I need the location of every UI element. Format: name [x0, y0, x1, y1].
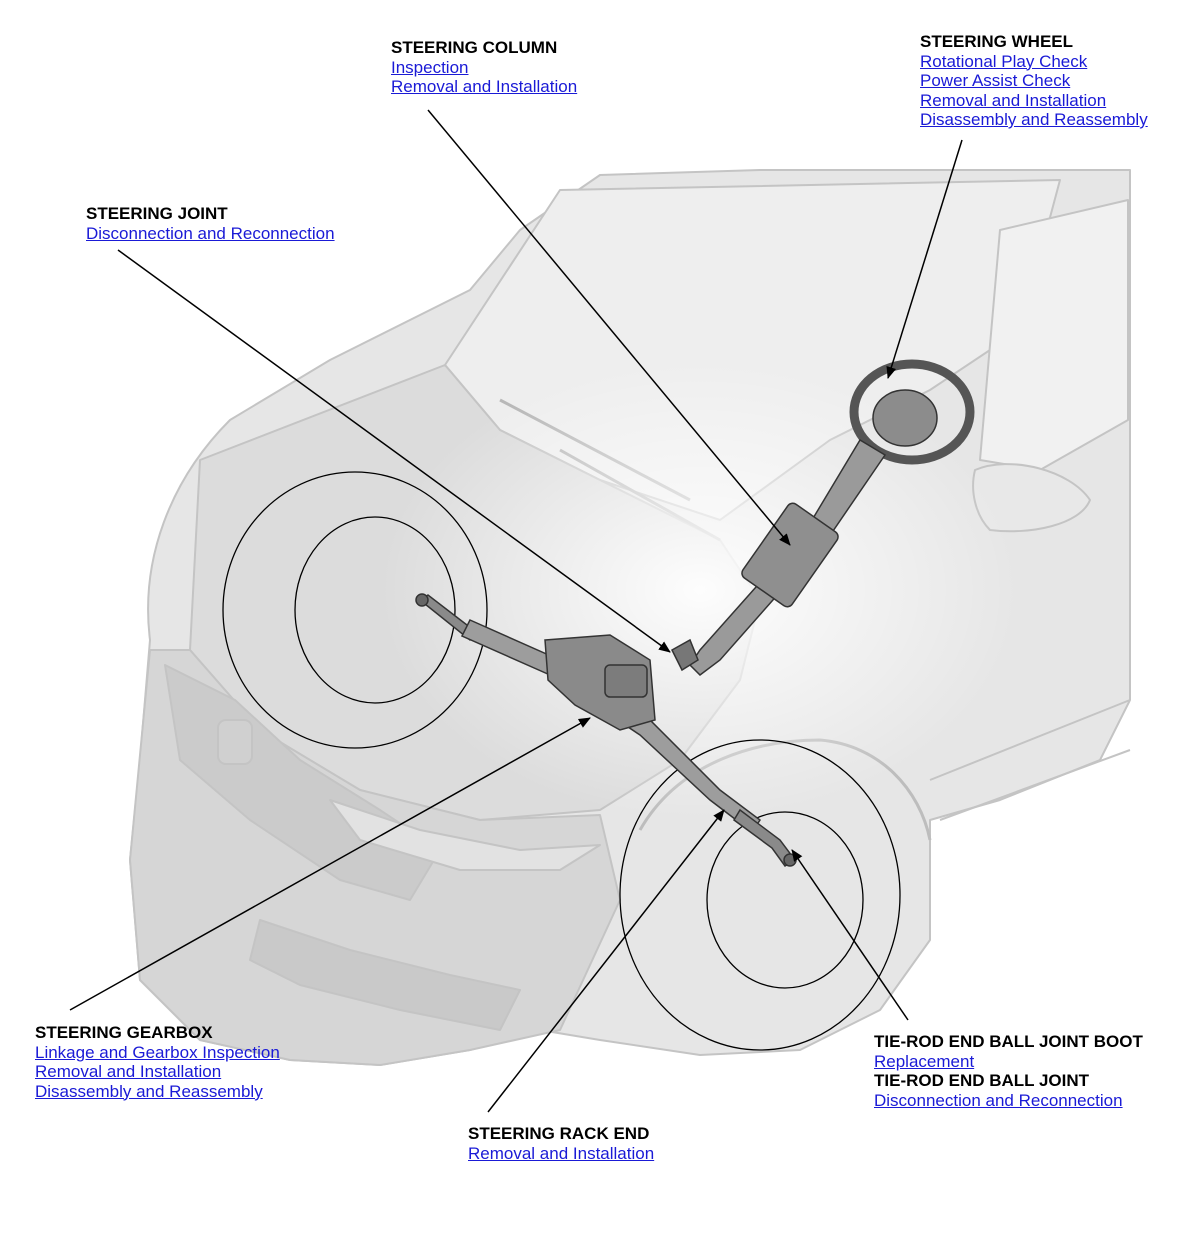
steering-wheel-power-assist-link[interactable]: Power Assist Check [920, 71, 1071, 90]
steering-gearbox-title: STEERING GEARBOX [35, 1023, 213, 1042]
callout-steering-joint: STEERING JOINT Disconnection and Reconne… [86, 204, 335, 243]
gearbox-housing [544, 634, 656, 731]
callout-steering-column: STEERING COLUMN Inspection Removal and I… [391, 38, 577, 97]
side-body-line [929, 699, 1131, 821]
steering-wheel-removal-link[interactable]: Removal and Installation [920, 90, 1107, 110]
steering-wheel-part [849, 359, 975, 465]
tierod-boot-title: TIE-ROD END BALL JOINT BOOT [874, 1032, 1143, 1051]
leader-steering-joint [117, 249, 671, 653]
callout-tie-rod-end: TIE-ROD END BALL JOINT BOOT Replacement … [874, 1032, 1143, 1110]
left-wheel-outer-circle [222, 471, 488, 749]
right-wheel-inner-circle [706, 811, 864, 989]
leader-steering-wheel [886, 139, 963, 379]
lower-grille [249, 919, 521, 1031]
steering-joint-title: STEERING JOINT [86, 204, 228, 223]
leader-steering-rack-end [487, 809, 725, 1113]
gearbox-motor [604, 664, 648, 698]
ball-joint-right [783, 853, 797, 867]
steering-gearbox-inspection-link[interactable]: Linkage and Gearbox Inspection [35, 1042, 280, 1062]
steering-gearbox-disassembly-link[interactable]: Disassembly and Reassembly [35, 1081, 263, 1101]
leader-steering-gearbox [69, 717, 591, 1011]
steering-assembly [415, 359, 975, 867]
right-wheel-outer-circle [619, 739, 901, 1051]
callout-steering-gearbox: STEERING GEARBOX Linkage and Gearbox Ins… [35, 1023, 280, 1101]
callout-steering-rack-end: STEERING RACK END Removal and Installati… [468, 1124, 654, 1163]
column-housing [741, 502, 839, 608]
headlight [329, 799, 601, 871]
leader-lines [69, 109, 963, 1113]
steering-wheel-disassembly-link[interactable]: Disassembly and Reassembly [920, 110, 1148, 129]
tierod-boot-replacement-link[interactable]: Replacement [874, 1051, 975, 1071]
ball-joint-left [415, 593, 429, 607]
leader-steering-column [427, 109, 791, 546]
steering-gearbox-removal-link[interactable]: Removal and Installation [35, 1062, 222, 1081]
left-wheel-inner-circle [294, 516, 456, 704]
steering-rack-end-removal-link[interactable]: Removal and Installation [468, 1143, 655, 1163]
steering-column-removal-link[interactable]: Removal and Installation [391, 77, 578, 96]
leader-tierod [791, 849, 909, 1021]
steering-joint-part [671, 638, 699, 672]
steering-column-inspection-link[interactable]: Inspection [391, 57, 469, 77]
tierod-joint-disconnection-link[interactable]: Disconnection and Reconnection [874, 1090, 1123, 1110]
airbag-hub [872, 389, 938, 447]
steering-wheel-title: STEERING WHEEL [920, 32, 1074, 51]
steering-joint-disconnection-link[interactable]: Disconnection and Reconnection [86, 223, 335, 243]
emblem [217, 719, 253, 765]
tie-rod-right [733, 808, 797, 867]
callout-steering-wheel: STEERING WHEEL Rotational Play Check Pow… [920, 32, 1148, 130]
steering-column-title: STEERING COLUMN [391, 38, 558, 57]
steering-rack-end-title: STEERING RACK END [468, 1124, 650, 1143]
reference-circles [222, 471, 901, 1051]
steering-wheel-rotational-play-link[interactable]: Rotational Play Check [920, 51, 1088, 71]
side-window [979, 199, 1129, 471]
tierod-joint-title: TIE-ROD END BALL JOINT [874, 1071, 1090, 1090]
